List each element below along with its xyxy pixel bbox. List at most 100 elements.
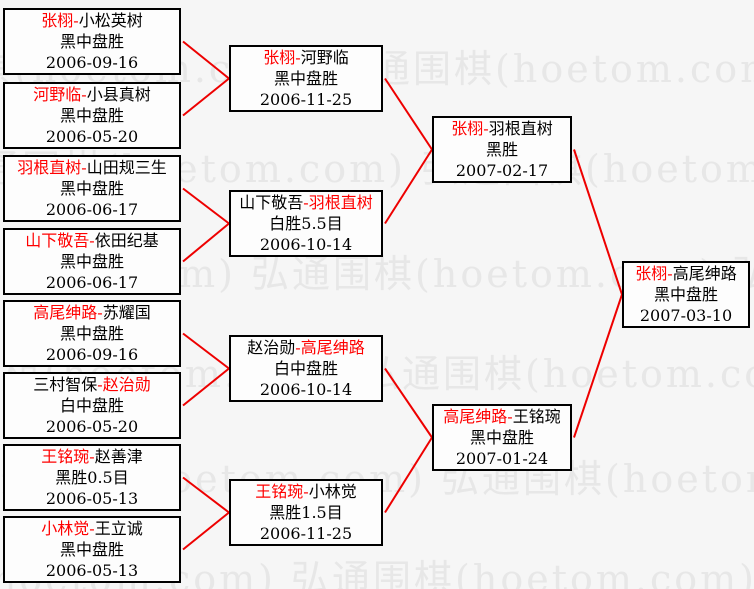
match-result: 黑中盘胜 bbox=[59, 540, 124, 559]
match-date: 2006-05-13 bbox=[45, 489, 139, 508]
player-name: 苏耀国 bbox=[102, 303, 151, 322]
match-result: 黑中盘胜 bbox=[469, 428, 534, 447]
winner-name: 羽根直树 bbox=[17, 158, 82, 177]
player-separator: - bbox=[73, 11, 79, 30]
winner-name: 小林觉 bbox=[41, 519, 90, 538]
match-date: 2006-09-16 bbox=[45, 53, 139, 72]
match-result: 黑中盘胜 bbox=[59, 179, 124, 198]
player-name: 赵善津 bbox=[94, 447, 143, 466]
match-players: 三村智保-赵治勋 bbox=[5, 374, 179, 395]
winner-name: 张栩 bbox=[451, 119, 484, 138]
match-box-semifinals-2: 高尾绅路-王铭琬黑中盘胜 2007-01-24 bbox=[432, 404, 572, 471]
winner-name: 王铭琬 bbox=[255, 482, 304, 501]
match-players: 高尾绅路-苏耀国 bbox=[5, 302, 179, 323]
player-name: 小松英树 bbox=[78, 11, 143, 30]
match-result: 黑胜0.5目 bbox=[55, 468, 129, 487]
match-result: 白胜5.5目 bbox=[269, 214, 343, 233]
player-separator: - bbox=[89, 447, 95, 466]
match-box-round-1-6: 三村智保-赵治勋白中盘胜 2006-05-20 bbox=[3, 372, 181, 439]
player-name: 羽根直树 bbox=[488, 119, 553, 138]
player-name: 山田规三生 bbox=[86, 158, 167, 177]
match-result: 黑胜1.5目 bbox=[269, 503, 343, 522]
connector-line bbox=[573, 149, 623, 295]
winner-name: 张栩 bbox=[635, 264, 668, 283]
winner-name: 张栩 bbox=[41, 11, 74, 30]
winner-name: 赵治勋 bbox=[102, 375, 151, 394]
match-players: 张栩-小松英树 bbox=[5, 10, 179, 31]
winner-name: 山下敬吾 bbox=[25, 231, 90, 250]
match-players: 小林觉-王立诚 bbox=[5, 518, 179, 539]
winner-name: 高尾绅路 bbox=[33, 303, 98, 322]
player-name: 王立诚 bbox=[94, 519, 143, 538]
match-date: 2006-05-20 bbox=[45, 417, 139, 436]
match-box-round-2-2: 山下敬吾-羽根直树白胜5.5目 2006-10-14 bbox=[229, 190, 383, 257]
player-separator: - bbox=[295, 338, 301, 357]
player-separator: - bbox=[507, 407, 513, 426]
winner-name: 高尾绅路 bbox=[443, 407, 508, 426]
player-separator: - bbox=[81, 85, 87, 104]
winner-name: 张栩 bbox=[263, 48, 296, 67]
player-name: 小县真树 bbox=[86, 85, 151, 104]
match-date: 2006-09-16 bbox=[45, 345, 139, 364]
player-name: 赵治勋 bbox=[247, 338, 296, 357]
connector-line bbox=[182, 476, 230, 514]
match-box-final-1: 张栩-高尾绅路黑中盘胜 2007-03-10 bbox=[622, 261, 750, 328]
player-name: 依田纪基 bbox=[94, 231, 159, 250]
match-date: 2006-05-13 bbox=[45, 561, 139, 580]
match-date: 2007-01-24 bbox=[455, 449, 549, 468]
match-players: 王铭琬-小林觉 bbox=[231, 481, 381, 502]
connector-line bbox=[182, 187, 230, 225]
match-players: 王铭琬-赵善津 bbox=[5, 446, 179, 467]
match-result: 黑中盘胜 bbox=[59, 252, 124, 271]
match-box-round-1-4: 山下敬吾-依田纪基黑中盘胜 2006-06-17 bbox=[3, 228, 181, 295]
match-players: 山下敬吾-羽根直树 bbox=[231, 192, 381, 213]
player-separator: - bbox=[97, 303, 103, 322]
player-separator: - bbox=[667, 264, 673, 283]
match-box-round-1-2: 河野临-小县真树黑中盘胜 2006-05-20 bbox=[3, 82, 181, 149]
match-result: 黑中盘胜 bbox=[59, 32, 124, 51]
match-date: 2006-10-14 bbox=[259, 235, 353, 254]
match-result: 白中盘胜 bbox=[59, 396, 124, 415]
match-result: 黑中盘胜 bbox=[59, 324, 124, 343]
match-players: 张栩-高尾绅路 bbox=[624, 263, 748, 284]
winner-name: 河野临 bbox=[33, 85, 82, 104]
match-date: 2007-03-10 bbox=[639, 306, 733, 325]
match-players: 山下敬吾-依田纪基 bbox=[5, 230, 179, 251]
match-date: 2007-02-17 bbox=[455, 161, 549, 180]
connector-line bbox=[182, 511, 230, 551]
player-name: 三村智保 bbox=[33, 375, 98, 394]
connector-line bbox=[182, 77, 230, 117]
connector-line bbox=[573, 294, 623, 438]
match-date: 2006-05-20 bbox=[45, 127, 139, 146]
connector-line bbox=[384, 77, 433, 151]
match-result: 黑中盘胜 bbox=[653, 285, 718, 304]
match-result: 黑中盘胜 bbox=[273, 69, 338, 88]
winner-name: 王铭琬 bbox=[41, 447, 90, 466]
match-result: 黑中盘胜 bbox=[59, 106, 124, 125]
connector-line bbox=[182, 222, 230, 263]
winner-name: 高尾绅路 bbox=[300, 338, 365, 357]
match-players: 张栩-河野临 bbox=[231, 47, 381, 68]
match-players: 赵治勋-高尾绅路 bbox=[231, 337, 381, 358]
player-name: 王铭琬 bbox=[512, 407, 561, 426]
player-separator: - bbox=[303, 482, 309, 501]
player-separator: - bbox=[295, 48, 301, 67]
match-date: 2006-11-25 bbox=[259, 524, 353, 543]
match-date: 2006-06-17 bbox=[45, 200, 139, 219]
player-separator: - bbox=[303, 193, 309, 212]
winner-name: 羽根直树 bbox=[308, 193, 373, 212]
match-players: 羽根直树-山田规三生 bbox=[5, 157, 179, 178]
player-separator: - bbox=[89, 519, 95, 538]
player-name: 小林觉 bbox=[308, 482, 357, 501]
match-date: 2006-06-17 bbox=[45, 273, 139, 292]
match-players: 张栩-羽根直树 bbox=[434, 118, 570, 139]
connector-line bbox=[182, 332, 230, 370]
